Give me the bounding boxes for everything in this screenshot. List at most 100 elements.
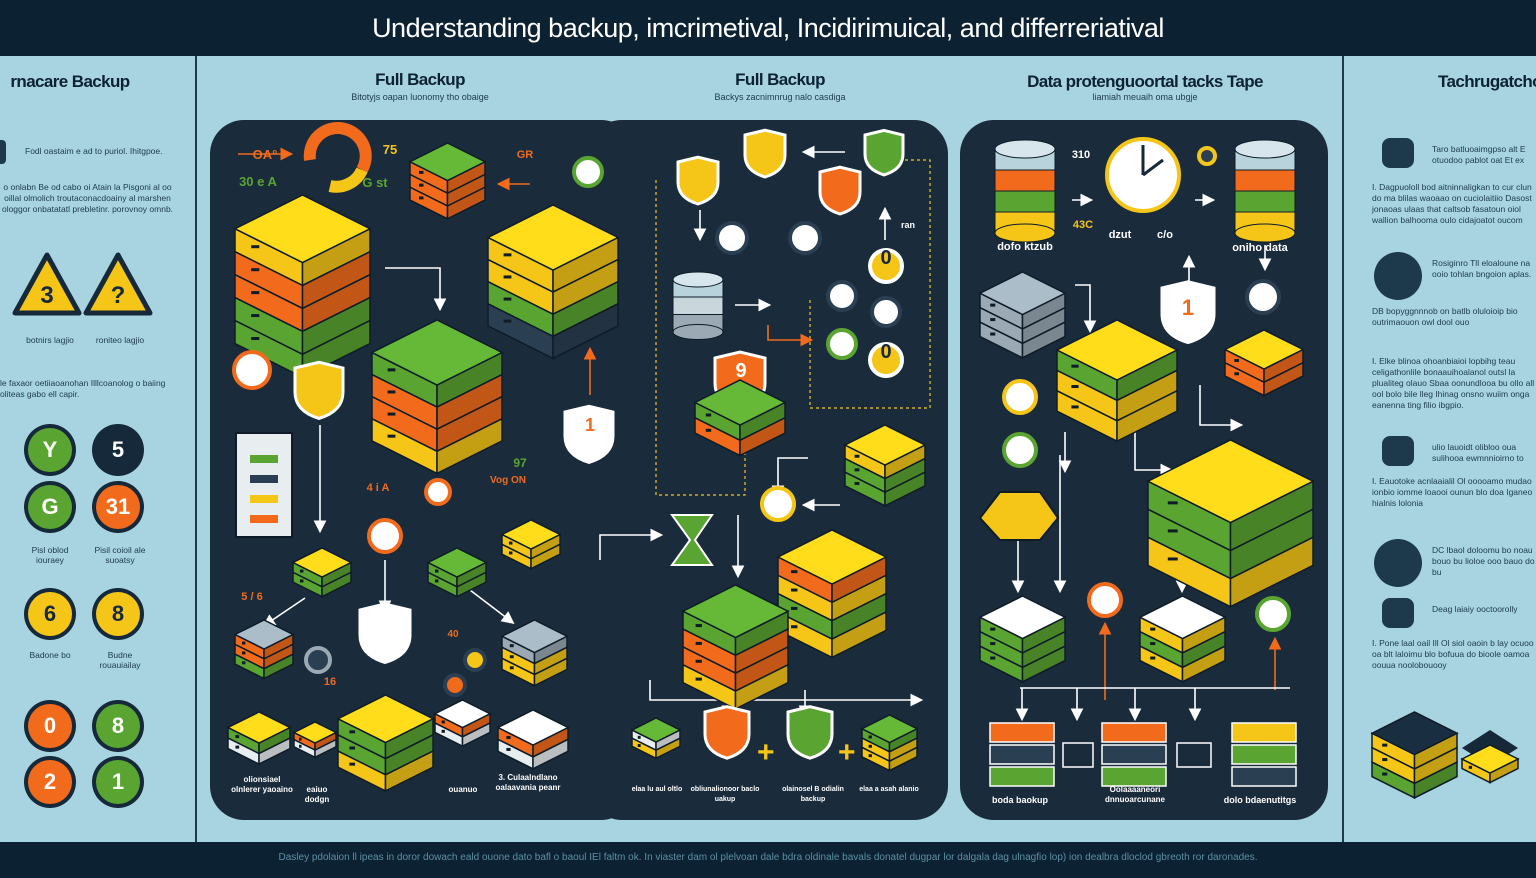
diagram-label: oniho data [1232, 242, 1288, 254]
storage-stack-icon [776, 529, 888, 659]
flow-arrow [767, 325, 814, 347]
badge-caption: Pisil coioil ale suoatsy [94, 545, 146, 565]
plus-icon: + [838, 736, 856, 769]
triangle-caption: botnirs lagjio [26, 335, 74, 345]
storage-stack-icon [693, 379, 787, 457]
storage-stack-icon [433, 699, 492, 748]
diagram-label: 0 [880, 341, 892, 363]
target-icon [715, 221, 749, 255]
shield-icon [743, 128, 787, 179]
target-shield-icon [786, 705, 834, 760]
cloud-icon [1382, 598, 1414, 628]
left-intro-text: Fodl oastaim e ad to puriol. Ihitgpoe. [25, 146, 163, 156]
number-badge: 1 [96, 760, 140, 804]
tape-cartridge-icon [1101, 722, 1167, 787]
diagram-label: c/o [1157, 229, 1173, 241]
diagram-label: dzut [1108, 229, 1132, 241]
diagram-label: Vog ON [490, 475, 526, 486]
gear-icon [304, 646, 332, 674]
clock-hand [1142, 158, 1164, 177]
camera-icon [1382, 436, 1414, 466]
hourglass-icon [670, 514, 714, 566]
right-column-text: I. Elke blinoa ohoanbiaioi lopbihg teau … [1372, 356, 1535, 410]
diagram-label: 9 [735, 360, 747, 382]
diagram-label: 30 e A [239, 174, 277, 189]
number-badge: 0 [28, 704, 72, 748]
flow-arrow [1199, 385, 1244, 432]
right-column-text: DC lbaol doloomu bo noau bouo bu lioloe … [1432, 545, 1535, 577]
clock-icon [424, 478, 452, 506]
database-icon [994, 139, 1056, 243]
diagram-label: obliunalionoor baclo uakup [690, 786, 760, 803]
number-badge: 6 [28, 592, 72, 636]
document-icon [0, 140, 6, 164]
flow-arrow [649, 680, 924, 707]
storage-stack-icon [500, 519, 562, 570]
storage-stack-icon [843, 424, 927, 508]
lock-shield-icon [293, 360, 345, 420]
number-badge: 8 [96, 704, 140, 748]
checklist-item [250, 495, 278, 503]
diagram-label: 1 [584, 415, 595, 435]
storage-stack-icon [292, 721, 338, 759]
badge-caption: Budne rouauiailay [99, 650, 141, 670]
column-title-full-backup-2: Full Backup [735, 70, 825, 89]
column-subtitle-2: Backys zacnimnrug nalo casdiga [714, 92, 846, 102]
flow-arrow [469, 589, 515, 624]
infographic-title: Understanding backup, imcrimetival, Inci… [0, 0, 1536, 56]
flow-arrow [385, 267, 447, 312]
diagram-label: 75 [382, 142, 398, 157]
column-subtitle-1: Bitotyjs oapan luonomy tho obaige [351, 92, 489, 102]
column-title-left: rnacare Backup [10, 72, 130, 91]
diagram-label: Oolaaaaneori dnnuoarcunane [1104, 785, 1165, 804]
storage-tile-icon [978, 491, 1060, 541]
number-badge [868, 342, 904, 378]
progress-ring-segment [328, 167, 368, 193]
checklist-item [250, 475, 278, 483]
right-column-text: Taro batluoaimgpso alt E otuodoo pablot … [1432, 144, 1526, 165]
clock-icon [760, 486, 796, 522]
number-badge: 5 [96, 428, 140, 472]
shield-number-icon [1160, 280, 1216, 345]
database-icon [1234, 139, 1296, 243]
diagram-label: 43C [1072, 219, 1094, 231]
progress-ring-icon [303, 122, 372, 173]
storage-stack-icon [860, 714, 919, 772]
checklist-item [250, 455, 278, 463]
column-title-data-protection: Data protenguoortal tacks Tape [1027, 72, 1263, 91]
flow-arrow [262, 597, 306, 627]
flow-arrow [1134, 430, 1174, 477]
plus-icon: + [757, 736, 775, 769]
diagram-label: ouanuo [448, 785, 478, 794]
diagram-label: elaa a asah alanio [859, 786, 919, 793]
checklist-item [250, 515, 278, 523]
diagram-label: boda baokup [992, 795, 1048, 805]
gear-icon [463, 648, 487, 672]
diagram-label: dofo ktzub [997, 241, 1053, 253]
storage-stack-icon [1138, 595, 1227, 684]
diagram-label: eaiuo dodgn [304, 785, 330, 804]
camera-icon [1245, 279, 1281, 315]
column-divider [1342, 56, 1344, 842]
alert-circle-icon [1002, 379, 1038, 415]
dashed-connector [655, 180, 746, 496]
left-paragraph-2: le faxaor oetiiaoanohan Illlcoanolog o b… [0, 378, 166, 399]
triangle-symbol: 3 [40, 282, 53, 309]
diagram-label: 97 [513, 456, 527, 470]
flow-arrow [1075, 284, 1097, 334]
storage-stack-icon [1146, 439, 1315, 608]
storage-stack-icon [408, 142, 487, 220]
calendar-icon [1382, 138, 1414, 168]
number-badge: 31 [96, 485, 140, 529]
diagram-label: ran [900, 220, 915, 230]
shield-icon [818, 165, 862, 216]
right-column-text: I. Eauotoke acnlaaialil Ol ooooamo mudao… [1372, 476, 1533, 508]
shield-icon [358, 602, 412, 665]
diagram-label: 4 i A [366, 482, 390, 494]
storage-stack-icon [233, 194, 372, 379]
gear-icon [367, 518, 403, 554]
tape-cartridge-icon [989, 722, 1055, 787]
alert-circle-icon [826, 280, 858, 312]
flow-arrow [771, 457, 808, 499]
